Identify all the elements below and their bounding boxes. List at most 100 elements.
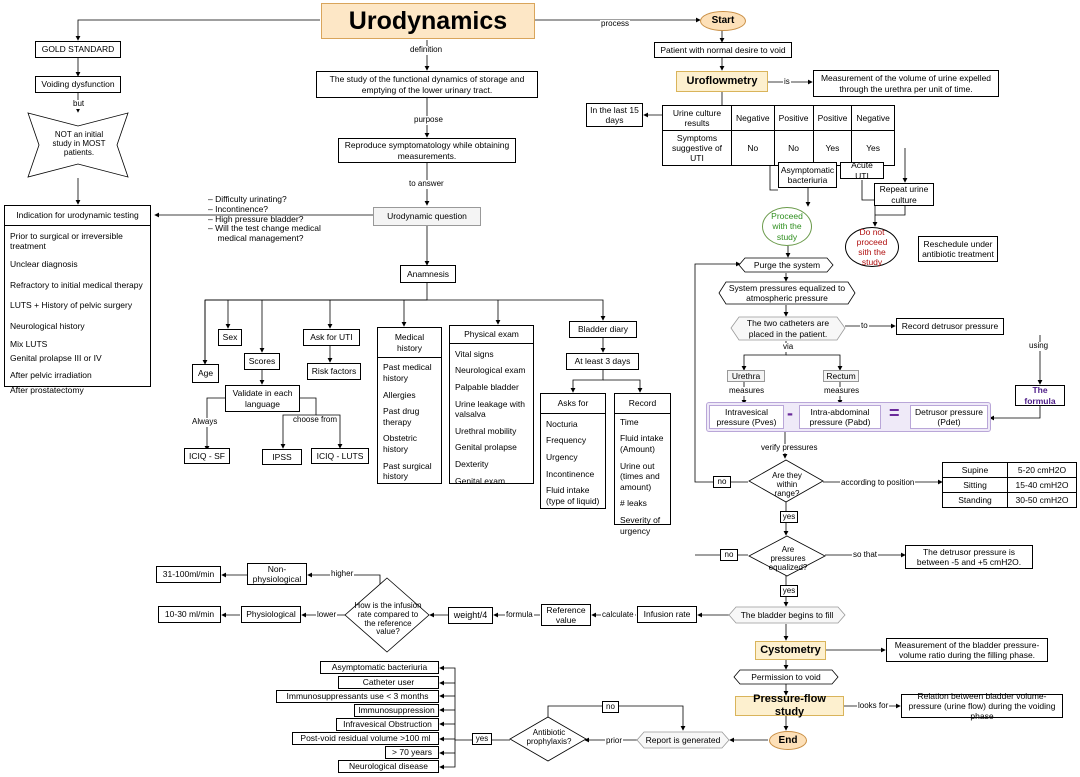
- within-range-text: Are they within range?: [772, 471, 802, 498]
- looks-for-label: looks for: [857, 701, 890, 711]
- pdet-box: Detrusor pressure (Pdet): [910, 405, 988, 429]
- permission-text: Permission to void: [751, 671, 821, 682]
- asymptomatic-box: Asymptomatic bacteriuria: [778, 162, 837, 188]
- age-box: Age: [192, 364, 219, 383]
- medical-item: Past drug therapy: [383, 406, 420, 427]
- asks-item: Nocturia: [546, 418, 578, 429]
- no-label-2: no: [720, 549, 738, 561]
- exam-item: Urine leakage with valsalva: [455, 398, 525, 420]
- not-proceed-node: Do not proceed sith the study: [845, 227, 899, 267]
- asks-item: Urgency: [546, 451, 578, 462]
- infusion-compare-text: How is the infusion rate compared to the…: [354, 601, 422, 637]
- asks-for-list: Asks for Nocturia Frequency Urgency Inco…: [540, 393, 606, 509]
- table-cell: 5-20 cmH2O: [1007, 462, 1077, 478]
- not-initial-text: NOT an initial study in MOST patients.: [52, 130, 106, 157]
- definition-box: The study of the functional dynamics of …: [316, 71, 538, 98]
- uroflowmetry-box: Uroflowmetry: [676, 71, 768, 92]
- table-cell: No: [731, 130, 775, 166]
- report-shape: [636, 731, 730, 749]
- begins-fill-shape: [728, 606, 846, 624]
- exam-item: Genital exam: [455, 475, 506, 486]
- voiding-dysfunction-box: Voiding dysfunction: [35, 76, 121, 93]
- bladder-diary-box: Bladder diary: [569, 321, 637, 338]
- non-physiological-box: Non-physiological: [247, 563, 307, 585]
- infusion-rate-box: Infusion rate: [637, 606, 697, 623]
- measures-label-2: measures: [823, 386, 861, 396]
- last-15-days-box: In the last 15 days: [586, 103, 643, 127]
- table-cell: No: [773, 130, 814, 166]
- indication-item: After prostatectomy: [10, 385, 84, 396]
- medical-item: Past medical history: [383, 362, 432, 383]
- pves-box: Intravesical pressure (Pves): [709, 405, 784, 429]
- physical-exam-list: Physical exam Vital signs Neurological e…: [449, 325, 534, 486]
- question-item: – Incontinence?: [208, 203, 269, 214]
- acute-uti-box: Acute UTI: [840, 160, 884, 181]
- higher-label: higher: [330, 569, 355, 579]
- definition-label: definition: [409, 45, 444, 55]
- permission-shape: [733, 669, 839, 685]
- risk-item: Immunosuppression: [354, 704, 439, 717]
- record-item: Time: [620, 416, 639, 427]
- uroflow-definition-box: Measurement of the volume of urine expel…: [813, 70, 999, 97]
- asks-item: Incontinence: [546, 468, 595, 479]
- table-cell: Urine culture results: [662, 105, 732, 131]
- asks-item: Fluid intake (type of liquid): [546, 485, 600, 506]
- indication-item: Refractory to initial medical therapy: [10, 279, 143, 290]
- start-node: Start: [700, 11, 746, 31]
- yes-label: yes: [780, 511, 798, 523]
- risk-item: > 70 years: [385, 746, 439, 759]
- exam-item: Urethral mobility: [455, 425, 517, 436]
- table-cell: Positive: [812, 105, 853, 131]
- purge-shape: [738, 257, 834, 273]
- equalized-text: System pressures equalized to atmospheri…: [728, 282, 846, 303]
- indication-item: Unclear diagnosis: [10, 258, 78, 269]
- reference-value-box: Reference value: [541, 604, 591, 626]
- medical-item: Past surgical history: [383, 460, 432, 482]
- urodynamic-question-box: Urodynamic question: [373, 207, 481, 226]
- cystometry-definition-box: Measurement of the bladder pressure-volu…: [886, 638, 1048, 662]
- table-cell: Yes: [851, 130, 895, 166]
- medical-item: Allergies: [383, 389, 416, 400]
- table-cell: Positive: [773, 105, 814, 131]
- catheters-text: The two catheters are placed in the pati…: [746, 318, 830, 339]
- but-label: but: [72, 99, 86, 109]
- gold-standard-box: GOLD STANDARD: [35, 41, 121, 58]
- is-label: is: [783, 77, 791, 87]
- begins-fill-text: The bladder begins to fill: [740, 609, 834, 620]
- record-detrusor-box: Record detrusor pressure: [896, 318, 1004, 335]
- exam-item: Palpable bladder: [455, 381, 519, 392]
- medical-item: Obstetric history: [383, 433, 418, 454]
- weight-box: weight/4: [448, 607, 493, 624]
- indication-item: Neurological history: [10, 320, 85, 331]
- yes-label-2: yes: [780, 585, 798, 597]
- reschedule-box: Reschedule under antibiotic treatment: [918, 236, 998, 262]
- indication-item: Mix LUTS: [10, 339, 48, 350]
- indication-item: After pelvic irradiation: [10, 369, 92, 380]
- report-text: Report is generated: [645, 734, 721, 745]
- no-label-3: no: [602, 701, 619, 713]
- pressures-eq-diamond: [748, 535, 826, 577]
- indication-item: Prior to surgical or irreversible treatm…: [10, 230, 123, 252]
- asks-item: Frequency: [546, 435, 587, 446]
- question-list: – Difficulty urinating?– Incontinence?– …: [208, 194, 321, 244]
- end-node: End: [769, 731, 807, 750]
- using-label: using: [1028, 341, 1050, 351]
- question-item: – Will the test change medical: [208, 223, 321, 234]
- record-item: Fluid intake (Amount): [620, 433, 664, 454]
- iciq-luts-box: ICIQ - LUTS: [311, 448, 369, 464]
- yes-label-3: yes: [472, 733, 492, 745]
- repeat-culture-box: Repeat urine culture: [874, 183, 934, 206]
- exam-item: Neurological exam: [455, 365, 526, 376]
- infusion-compare-diamond: [344, 577, 430, 653]
- asks-header: Asks for: [541, 394, 605, 414]
- page-title: Urodynamics: [321, 3, 535, 39]
- catheters-shape: [730, 316, 846, 341]
- so-that-label: so that: [852, 550, 879, 560]
- antibiotic-diamond: [509, 716, 587, 762]
- exam-item: Vital signs: [455, 348, 494, 359]
- to-label: to: [860, 321, 869, 331]
- within-range-diamond: [748, 459, 824, 503]
- antibiotic-text: Antibiotic prophylaxis?: [526, 728, 572, 746]
- formula-label: formula: [505, 610, 534, 620]
